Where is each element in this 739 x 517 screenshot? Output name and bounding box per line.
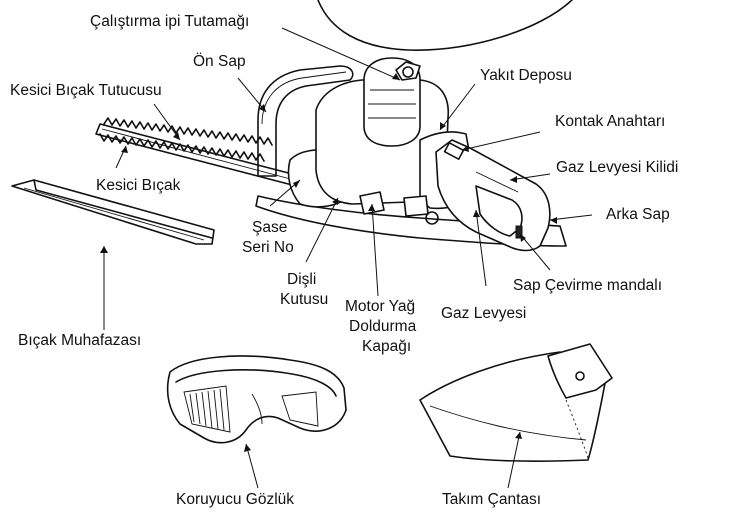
blade-cover-illustration <box>11 179 215 245</box>
label-handle-rotation-lever: Sap Çevirme mandalı <box>513 277 662 294</box>
callout-bubble-arc <box>317 0 573 51</box>
label-cutter-blade: Kesici Bıçak <box>96 177 181 194</box>
label-ignition-switch: Kontak Anahtarı <box>555 113 665 130</box>
label-frame-serial-line2: Seri No <box>242 239 294 256</box>
label-starter-grip: Çalıştırma ipi Tutamağı <box>90 13 249 30</box>
label-goggles: Koruyucu Gözlük <box>176 491 294 508</box>
label-tool-bag: Takım Çantası <box>442 491 541 508</box>
label-frame-serial-line1: Şase <box>252 219 287 236</box>
label-blade-cover: Bıçak Muhafazası <box>18 332 141 349</box>
hedge-trimmer-illustration <box>95 57 567 252</box>
label-oil-cap-line2: Doldurma <box>349 318 417 335</box>
label-rear-handle: Arka Sap <box>606 206 670 223</box>
label-gear-case-line1: Dişli <box>287 271 316 288</box>
label-oil-cap-line3: Kapağı <box>362 338 411 355</box>
label-fuel-tank: Yakıt Deposu <box>480 67 572 84</box>
tool-bag-illustration <box>419 343 613 462</box>
goggles-illustration <box>166 355 347 444</box>
leader-lines <box>100 27 593 489</box>
label-gear-case-line2: Kutusu <box>280 291 328 308</box>
label-oil-cap-line1: Motor Yağ <box>345 298 415 315</box>
label-throttle-lever: Gaz Levyesi <box>441 305 526 322</box>
label-front-handle: Ön Sap <box>193 52 246 70</box>
label-throttle-lock: Gaz Levyesi Kilidi <box>556 159 678 176</box>
label-blade-holder: Kesici Bıçak Tutucusu <box>10 82 162 99</box>
